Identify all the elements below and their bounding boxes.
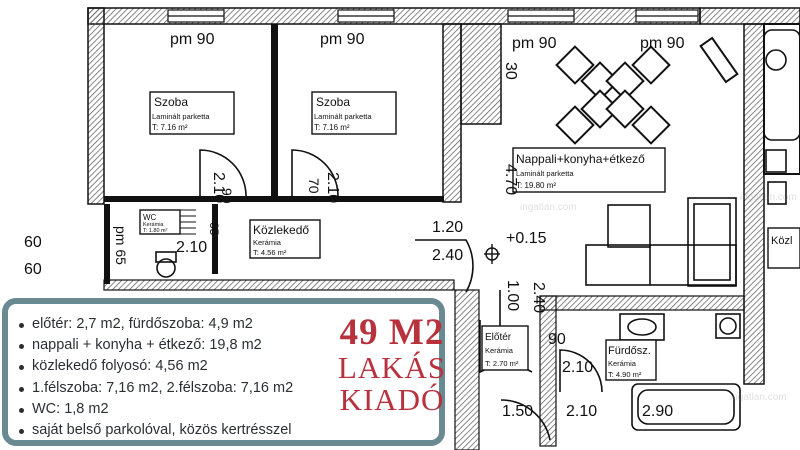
wall-corridor-bottom xyxy=(103,279,455,291)
level-marker xyxy=(484,244,500,264)
wall-right xyxy=(743,23,765,385)
dimension-labels: pm 90 pm 90 pm 90 pm 90 30 4.70 2.10 90 … xyxy=(24,31,685,420)
headline-kiado: KIADÓ xyxy=(339,382,445,417)
listing-headline: 49 M2 LAKÁS KIADÓ xyxy=(333,314,451,416)
dim-pm-90-1: pm 90 xyxy=(170,31,215,48)
dim-pm-90-4: pm 90 xyxy=(640,35,685,52)
room-nappali-area: T: 19.80 m² xyxy=(516,181,556,190)
wall-left-upper xyxy=(87,7,105,205)
room-kozlekedo-name: Közlekedő xyxy=(253,223,309,237)
wall-right-top xyxy=(699,7,800,25)
room-edge-name: Közl xyxy=(771,235,792,247)
dim-wcdoor-65: 65 xyxy=(207,222,221,236)
room-furdo-name: Fürdősz. xyxy=(608,345,651,357)
dim-left-60-a: 60 xyxy=(24,234,42,251)
room-szoba2-area: T: 7.16 m² xyxy=(314,123,350,132)
room-eloter-area: T: 2.70 m² xyxy=(485,359,519,368)
feature-item: közlekedő folyosó: 4,56 m2 xyxy=(18,356,338,377)
feature-item: nappali + konyha + étkező: 19,8 m2 xyxy=(18,335,338,356)
dim-door1-90: 90 xyxy=(219,188,235,204)
room-label-boxes xyxy=(139,91,800,381)
dim-1-50: 1.50 xyxy=(502,403,533,420)
room-eloter-name: Előtér xyxy=(485,332,512,343)
dim-door2-210: 2.10 xyxy=(324,172,341,203)
room-szoba1-area: T: 7.16 m² xyxy=(152,123,188,132)
doors xyxy=(199,149,603,441)
dining-table xyxy=(555,45,671,145)
dim-furdo-210: 2.10 xyxy=(562,359,593,376)
dim-1-00: 1.00 xyxy=(504,280,521,311)
dim-2-40-b: 2.40 xyxy=(530,282,547,313)
wardrobe-strip xyxy=(699,36,739,84)
dim-door2-70: 70 xyxy=(306,178,322,194)
dim-30: 30 xyxy=(502,62,519,80)
feature-list: előtér: 2,7 m2, fürdőszoba: 4,9 m2 nappa… xyxy=(18,314,338,441)
windows xyxy=(167,9,699,23)
room-wc-material: Kerámia xyxy=(143,222,164,228)
dim-2-10-b: 2.10 xyxy=(566,403,597,420)
headline-lakas: LAKÁS xyxy=(337,350,447,385)
watermark-2: ingatlan.com xyxy=(740,192,797,203)
room-kozlekedo-material: Kerámia xyxy=(253,238,282,247)
room-furdo-area: T: 4.90 m² xyxy=(608,370,642,379)
dim-2-90: 2.90 xyxy=(642,403,673,420)
wall-bath-left xyxy=(539,295,557,447)
watermark-3: ingatlan.com xyxy=(730,392,787,403)
room-eloter-material: Kerámia xyxy=(485,346,514,355)
dim-pm-90-3: pm 90 xyxy=(512,35,557,52)
dim-4-70: 4.70 xyxy=(502,164,519,195)
dim-door1-210: 2.10 xyxy=(210,172,227,203)
walls xyxy=(87,7,800,450)
feature-item: 1.félszoba: 7,16 m2, 2.félszoba: 7,16 m2 xyxy=(18,378,338,399)
room-furdo-material: Kerámia xyxy=(608,359,637,368)
dim-1-20: 1.20 xyxy=(432,219,463,236)
wall-wc-right xyxy=(212,204,218,274)
dim-plus-0-15: +0.15 xyxy=(506,230,547,247)
room-szoba2-material: Laminált parketta xyxy=(314,112,372,121)
room-szoba2-name: Szoba xyxy=(316,95,350,109)
room-wc-name: WC xyxy=(143,213,157,222)
headline-size: 49 M2 xyxy=(339,312,445,353)
dim-wcdoor-210: 2.10 xyxy=(176,239,207,256)
dim-furdo-90: 90 xyxy=(548,331,566,348)
dim-pm-65: pm 65 xyxy=(113,226,129,265)
wall-entry-left xyxy=(454,289,480,450)
wall-living-bottom xyxy=(539,295,745,311)
dim-2-40: 2.40 xyxy=(432,247,463,264)
wall-living-left xyxy=(460,23,502,125)
room-szoba1-material: Laminált parketta xyxy=(152,112,210,121)
feature-item: WC: 1,8 m2 xyxy=(18,399,338,420)
wall-mid-vertical xyxy=(271,24,278,202)
wall-far-right-box xyxy=(763,23,800,175)
watermark-1: ingatlan.com xyxy=(520,202,577,213)
room-nappali-material: Laminált parketta xyxy=(516,169,574,178)
feature-item: saját belső parkolóval, közös kertréssze… xyxy=(18,420,338,441)
wall-bedroom-bottom xyxy=(104,196,444,202)
wall-bedroom2-right xyxy=(442,23,462,203)
feature-item: előtér: 2,7 m2, fürdőszoba: 4,9 m2 xyxy=(18,314,338,335)
room-nappali-name: Nappali+konyha+étkező xyxy=(516,152,645,166)
dim-left-60-b: 60 xyxy=(24,261,42,278)
listing-card: előtér: 2,7 m2, fürdőszoba: 4,9 m2 nappa… xyxy=(2,298,445,446)
room-wc-area: T: 1.80 m² xyxy=(143,228,168,234)
room-szoba1-name: Szoba xyxy=(154,95,188,109)
room-kozlekedo-area: T: 4.56 m² xyxy=(253,248,287,257)
wall-wc xyxy=(104,204,110,284)
kitchen-furniture xyxy=(585,197,737,287)
dim-pm-90-2: pm 90 xyxy=(320,31,365,48)
